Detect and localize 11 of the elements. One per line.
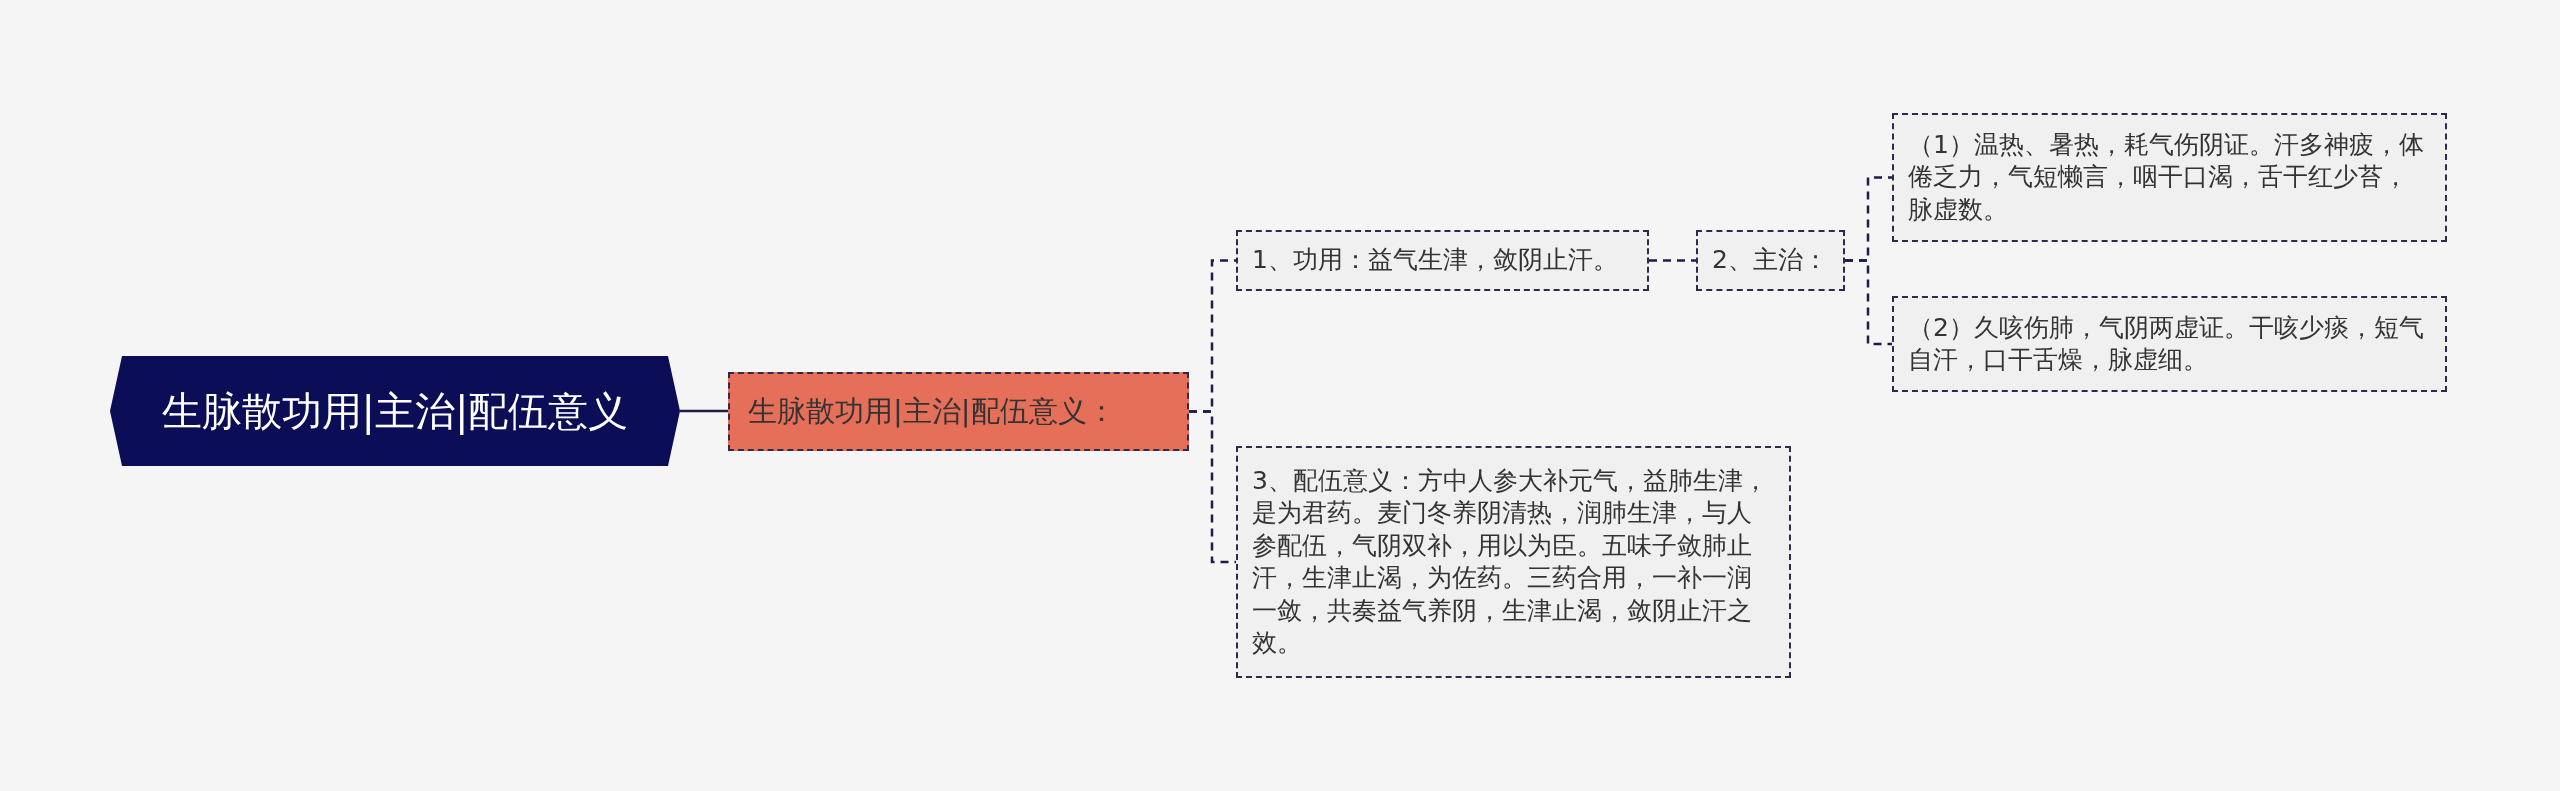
connector-line [680,409,728,413]
note-box: （2）久咳伤肺，气阴两虚证。干咳少痰，短气自汗，口干舌燥，脉虚细。 [1892,296,2447,392]
connector-line [1189,410,1236,564]
connector-line [1649,259,1696,262]
note-box: 2、主治： [1696,230,1845,291]
note-box: 3、配伍意义：方中人参大补元气，益肺生津，是为君药。麦门冬养阴清热，润肺生津，与人参配伍，气阴双补，用以为臣。五味子敛肺止汗，生津止渴，为佐药。三药合用，一补一润一敛，共奏益气养阴，生津止渴，敛阴止汗之效。 [1236,446,1791,678]
note-box: （1）温热、暑热，耗气伤阴证。汗多神疲，体倦乏力，气短懒言，咽干口渴，舌干红少苔，脉虚数。 [1892,113,2447,242]
note-box: 1、功用：益气生津，敛阴止汗。 [1236,230,1649,291]
hexagon-topic: 生脉散功用|主治|配伍意义 [110,356,680,466]
connector-line [1845,259,1892,346]
topic-box: 生脉散功用|主治|配伍意义： [728,372,1189,451]
